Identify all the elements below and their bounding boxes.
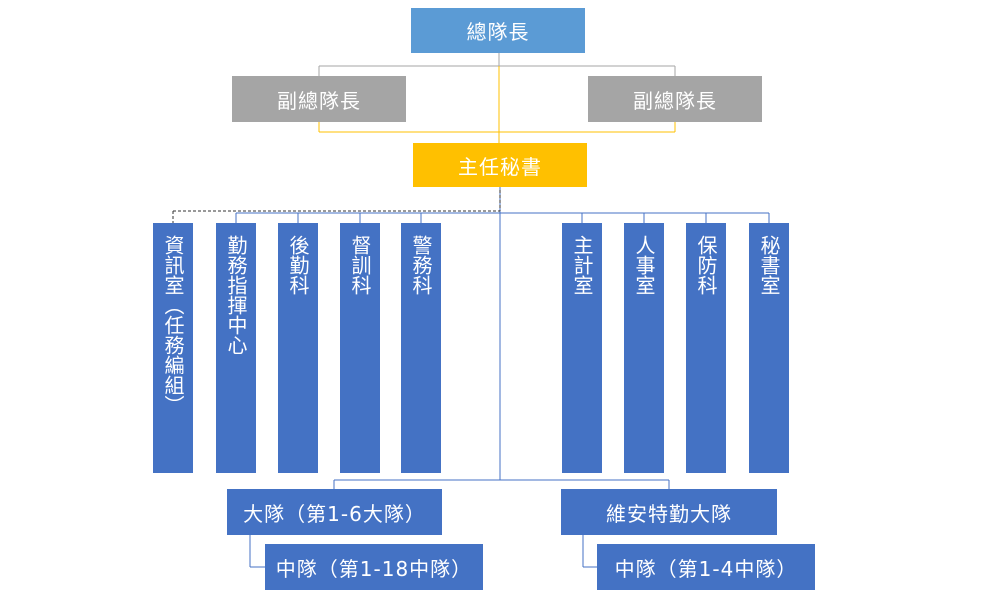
unit-training: 督訓科	[340, 223, 380, 473]
unit-security: 保防科	[686, 223, 726, 473]
secretary-connectors	[318, 66, 676, 143]
secretary-box: 主任秘書	[413, 143, 587, 187]
deputy-label-left: 副總隊長	[277, 88, 361, 113]
squadron-label-left: 中隊（第1-18中隊）	[275, 556, 473, 581]
unit-police-affairs: 警務科	[401, 223, 441, 473]
battalion-box-left: 大隊（第1-6大隊）	[227, 489, 442, 535]
commander-label: 總隊長	[466, 20, 530, 44]
unit-label: 資訊室（任務編組）	[161, 235, 185, 415]
deputy-label-right: 副總隊長	[633, 88, 717, 113]
dashed-connector	[172, 190, 501, 223]
unit-command-center: 勤務指揮中心	[216, 223, 256, 473]
unit-connectors	[235, 187, 770, 568]
unit-label: 警務科	[409, 235, 433, 295]
deputy-box-left: 副總隊長	[232, 76, 406, 122]
squadron-box-left: 中隊（第1-18中隊）	[265, 544, 483, 590]
unit-personnel: 人事室	[624, 223, 664, 473]
unit-accounting: 主計室	[562, 223, 602, 473]
unit-label: 督訓科	[348, 235, 372, 295]
battalion-box-right: 維安特勤大隊	[561, 489, 777, 535]
unit-label: 人事室	[632, 235, 656, 295]
deputy-connectors	[318, 53, 676, 76]
unit-label: 勤務指揮中心	[224, 235, 248, 355]
unit-info-office: 資訊室（任務編組）	[153, 223, 193, 473]
deputy-box-right: 副總隊長	[588, 76, 762, 122]
squadron-box-right: 中隊（第1-4中隊）	[597, 544, 815, 590]
squadron-label-right: 中隊（第1-4中隊）	[614, 556, 798, 581]
unit-label: 主計室	[570, 235, 594, 295]
secretary-label: 主任秘書	[458, 154, 542, 179]
battalion-label-right: 維安特勤大隊	[606, 501, 732, 526]
unit-label: 保防科	[694, 235, 718, 295]
unit-logistics: 後勤科	[278, 223, 318, 473]
unit-secretariat: 秘書室	[749, 223, 789, 473]
unit-label: 秘書室	[757, 235, 781, 295]
battalion-label-left: 大隊（第1-6大隊）	[243, 501, 426, 526]
unit-label: 後勤科	[286, 235, 310, 295]
commander-box: 總隊長	[411, 8, 585, 53]
